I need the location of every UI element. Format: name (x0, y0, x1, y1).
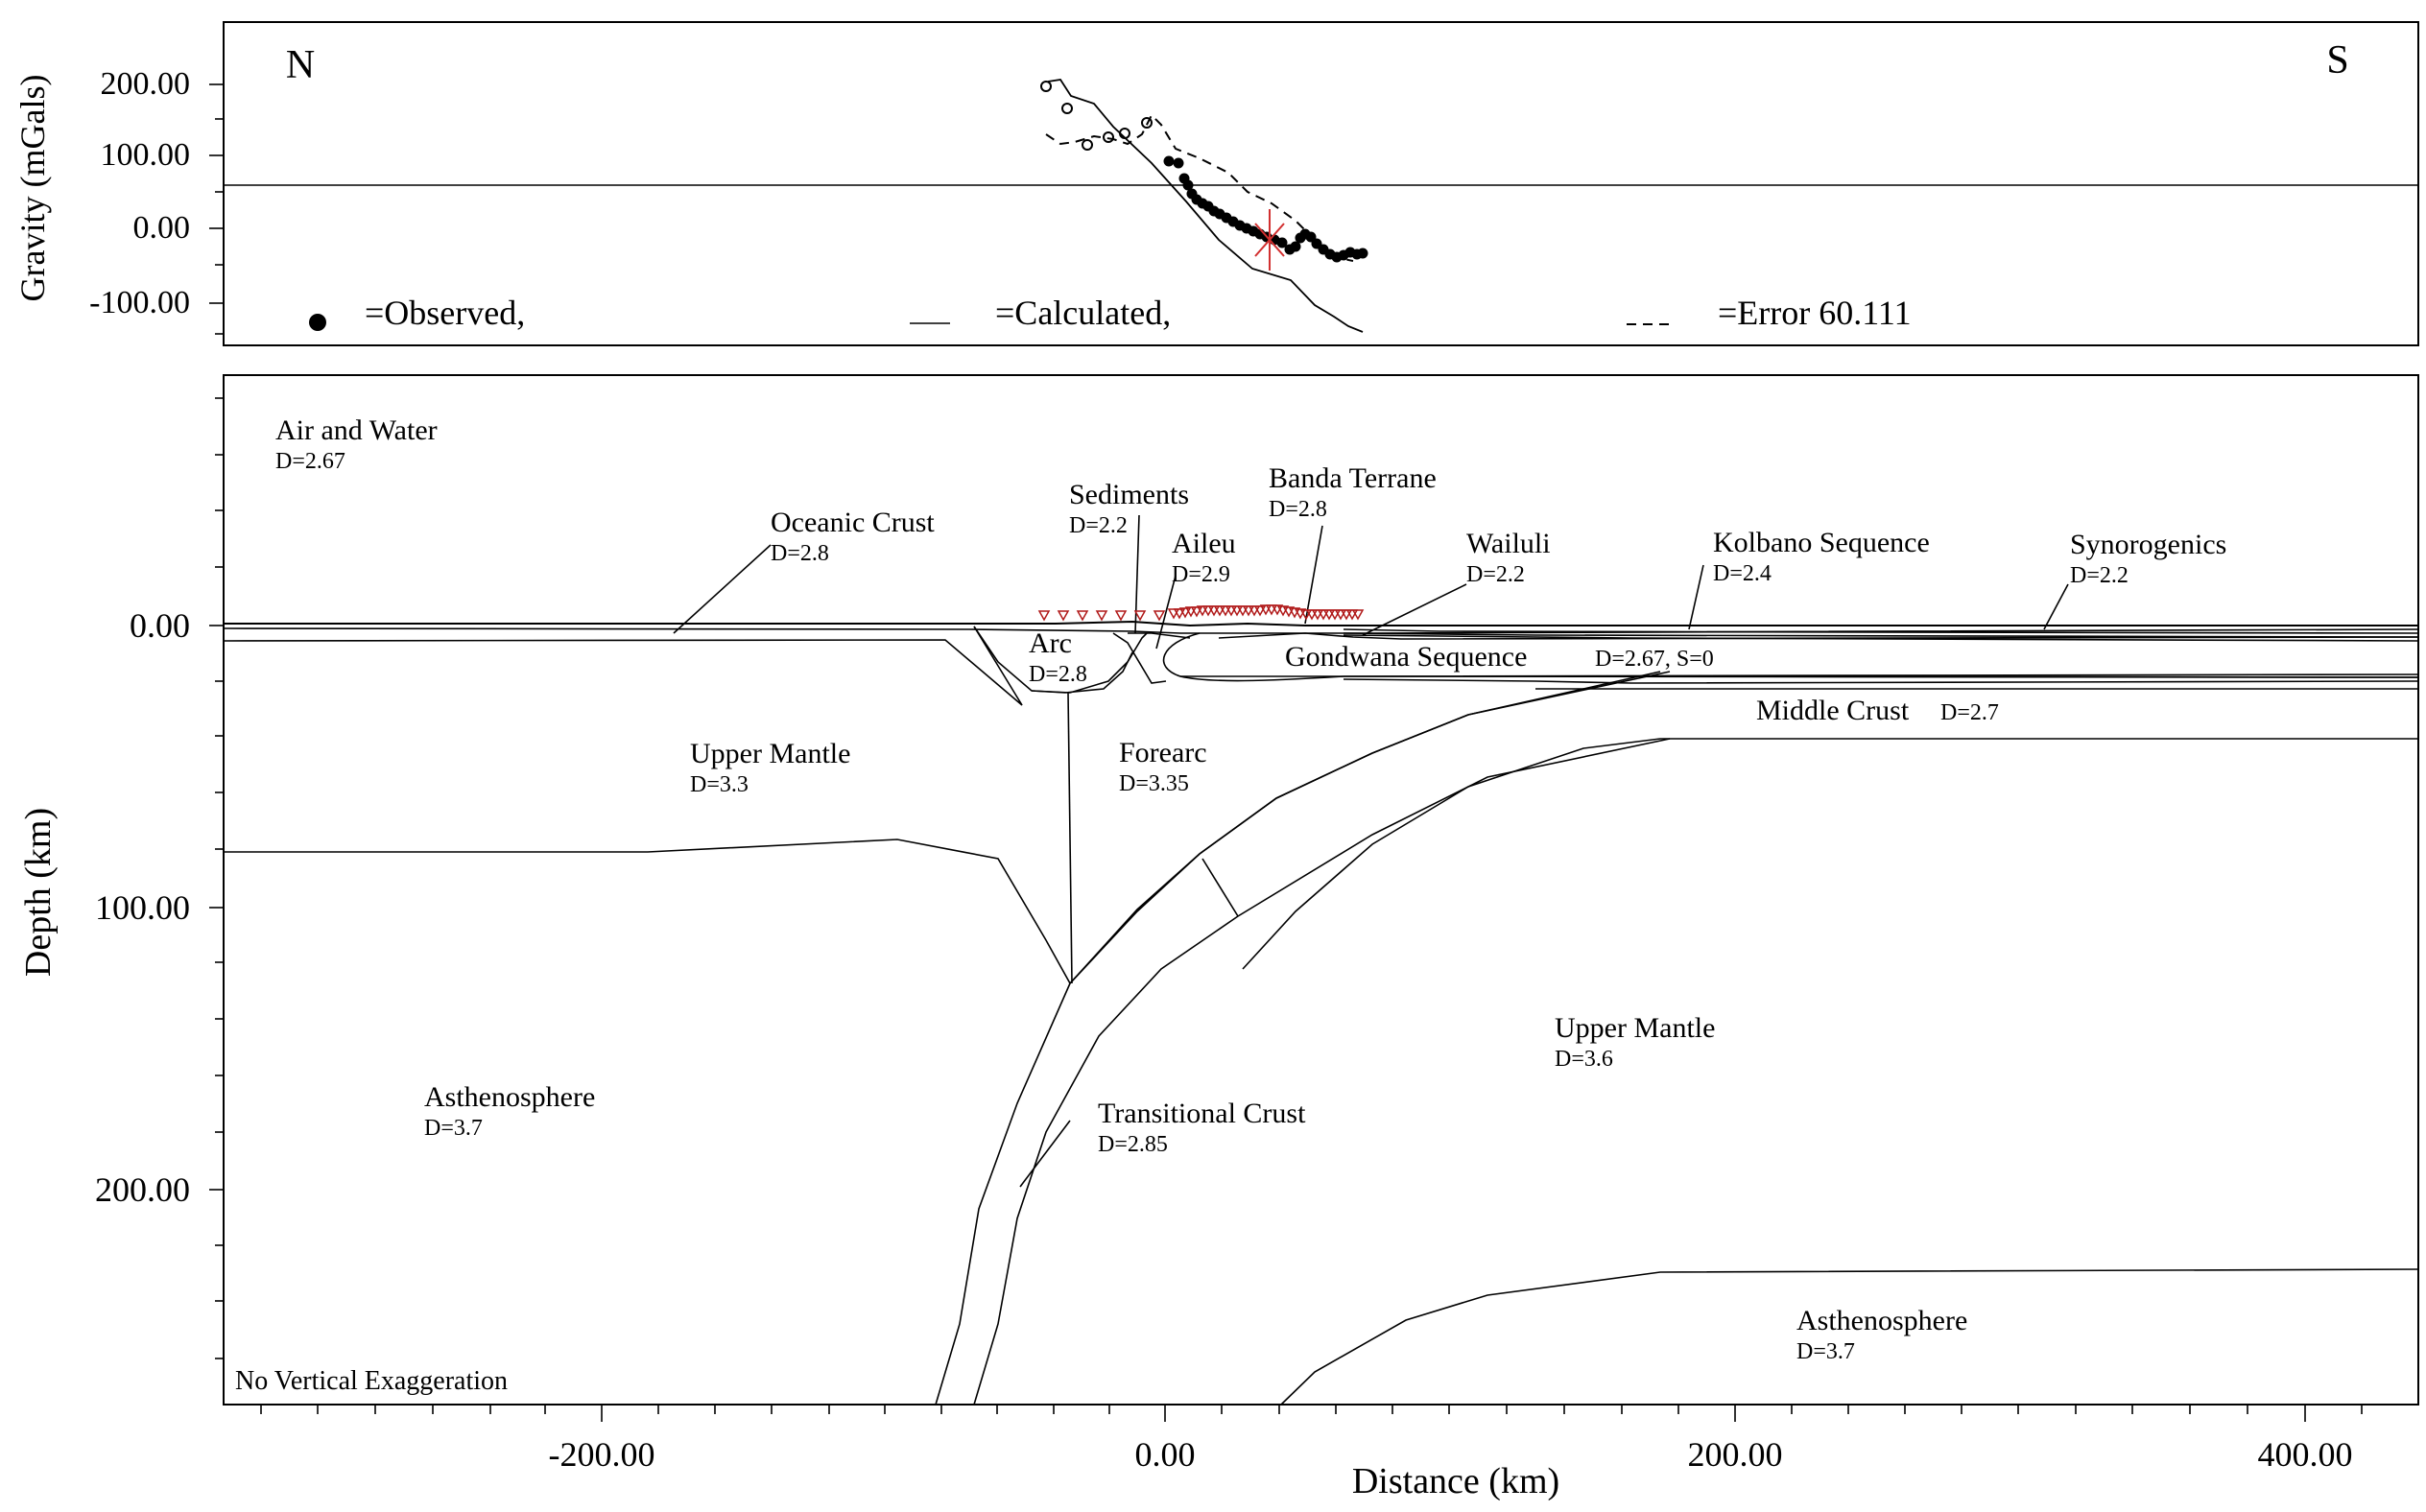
observed-points (1163, 155, 1368, 263)
distance-tick-label: 0.00 (1135, 1435, 1196, 1474)
gravity-ytick-label: 100.00 (101, 137, 191, 173)
distance-axis-label: Distance (km) (1352, 1461, 1559, 1501)
body-name: Middle Crust (1756, 695, 1910, 726)
distance-axis-ticks (260, 1405, 2363, 1422)
gravity-yaxis-ticks (209, 83, 224, 335)
legend-observed-label: =Observed, (365, 294, 525, 332)
body-density: D=3.6 (1555, 1047, 1613, 1072)
model-panel-frame (223, 374, 2419, 1406)
station-marker (1254, 209, 1285, 271)
distance-tick-label: 400.00 (2258, 1435, 2353, 1474)
gravity-ytick-label: 200.00 (101, 66, 191, 102)
legend-error-label: =Error 60.111 (1718, 294, 1912, 332)
distance-tick-label: 200.00 (1688, 1435, 1783, 1474)
exaggeration-note: No Vertical Exaggeration (235, 1366, 508, 1396)
body-density: D=2.67 (275, 449, 345, 474)
calculated-gravity-curve (1047, 79, 1364, 333)
body-name: Forearc (1119, 737, 1207, 768)
body-density: D=2.2 (2070, 563, 2129, 588)
depth-tick-label: 200.00 (95, 1170, 190, 1209)
body-density: D=2.8 (771, 541, 829, 566)
south-label: S (2326, 38, 2348, 83)
body-name: Asthenosphere (1796, 1305, 1967, 1336)
body-density: D=2.67, S=0 (1595, 647, 1714, 672)
body-name: Synorogenics (2070, 529, 2226, 560)
gravity-panel: 200.00 100.00 0.00 -100.00 Gravity (mGal… (13, 21, 2419, 346)
body-name: Oceanic Crust (771, 507, 935, 538)
body-density: D=2.2 (1069, 513, 1128, 538)
body-density: D=2.9 (1172, 562, 1230, 587)
depth-axis-label: Depth (km) (18, 808, 59, 977)
north-label: N (286, 43, 315, 87)
depth-axis-ticks (209, 397, 224, 1359)
observed-hollow-points (1040, 81, 1153, 151)
depth-tick-label: 100.00 (95, 888, 190, 927)
gravity-panel-frame (223, 21, 2419, 346)
body-labels: Air and Water D=2.67 Oceanic Crust D=2.8… (275, 414, 2226, 1364)
legend-calculated-label: =Calculated, (995, 294, 1171, 332)
body-density: D=3.3 (690, 772, 749, 797)
body-name: Banda Terrane (1269, 462, 1437, 494)
body-density: D=2.2 (1466, 562, 1525, 587)
body-name: Arc (1029, 627, 1072, 659)
body-name: Upper Mantle (1555, 1012, 1715, 1044)
body-name: Aileu (1172, 528, 1236, 559)
body-density: D=2.8 (1269, 497, 1327, 522)
body-boundaries (223, 514, 2419, 1406)
body-density: D=3.35 (1119, 771, 1189, 796)
gravity-ytick-label: 0.00 (133, 210, 191, 246)
body-name: Kolbano Sequence (1713, 527, 1930, 558)
body-name: Wailuli (1466, 528, 1551, 559)
body-density: D=2.4 (1713, 561, 1772, 586)
distance-tick-label: -200.00 (549, 1435, 655, 1474)
body-density: D=2.85 (1098, 1132, 1168, 1157)
gravity-axis-label: Gravity (mGals) (13, 75, 52, 302)
body-density: D=2.8 (1029, 662, 1087, 687)
body-name: Asthenosphere (424, 1081, 595, 1113)
depth-tick-label: 0.00 (130, 606, 190, 645)
model-panel: 0.00 100.00 200.00 Depth (km) (18, 374, 2419, 1501)
gravity-ytick-label: -100.00 (89, 285, 190, 320)
legend-observed-symbol (309, 314, 326, 331)
body-name: Upper Mantle (690, 738, 850, 769)
body-name: Sediments (1069, 479, 1189, 510)
body-density: D=3.7 (424, 1116, 483, 1141)
body-name: Gondwana Sequence (1285, 641, 1527, 673)
body-density: D=3.7 (1796, 1339, 1855, 1364)
body-name: Air and Water (275, 414, 438, 446)
body-density: D=2.7 (1940, 700, 1999, 725)
gravity-station-markers (1037, 604, 1365, 622)
body-name: Transitional Crust (1098, 1098, 1306, 1129)
